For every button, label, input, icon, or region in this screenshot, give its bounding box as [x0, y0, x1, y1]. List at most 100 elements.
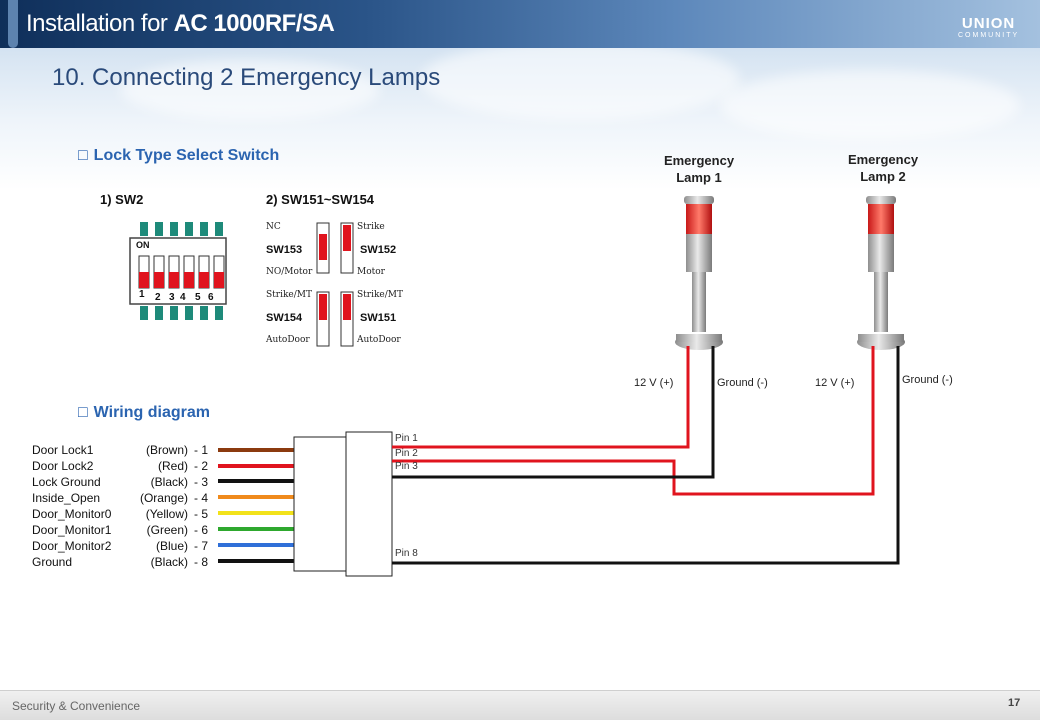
dip-pins-bottom: [140, 306, 223, 320]
signal-color: (Red): [157, 459, 188, 473]
dip-levers: [138, 255, 225, 289]
pin2-lamp2-plus-wire: [392, 346, 875, 496]
signal-name: Door_Monitor0: [32, 507, 112, 521]
logo-bottom-text: COMMUNITY: [958, 32, 1020, 39]
signal-color: (Green): [146, 523, 188, 537]
sw2-number-3: 3: [169, 292, 175, 303]
pin8-label: Pin 8: [395, 548, 418, 559]
sw153-top-label: NC: [266, 222, 281, 232]
signal-row: Door Lock1 (Brown) - 1: [32, 442, 222, 458]
sw2-number-1: 1: [139, 289, 145, 300]
logo-top-text: UNION: [961, 15, 1016, 32]
lamp1-title-line2: Lamp 1: [676, 170, 722, 185]
sw152-lever: [343, 225, 351, 251]
signal-pin: - 2: [193, 459, 208, 473]
background-cloud: [720, 70, 1020, 140]
signal-color: (Yellow): [145, 507, 188, 521]
signal-row: Door_Monitor1 (Green) - 6: [32, 522, 222, 538]
lamp1-title-line1: Emergency: [663, 153, 735, 168]
company-logo: UNION COMMUNITY: [958, 16, 1019, 40]
background-cloud: [420, 40, 740, 120]
signal-name: Ground: [32, 555, 73, 569]
signal-pin: - 6: [193, 523, 208, 537]
lamp2-ground-label: Ground (-): [902, 374, 953, 386]
sw153-lever: [319, 234, 327, 260]
sw152-name: SW152: [360, 244, 397, 256]
lamp1-plus-label: 12 V (+): [634, 377, 674, 389]
signal-name: Door Lock1: [32, 443, 94, 457]
pin8-lamp2-ground-wire: [392, 346, 900, 565]
sw152-top-label: Strike: [357, 222, 385, 232]
footer: Security & Convenience 17: [0, 690, 1040, 720]
dip-pins-top: [140, 222, 223, 236]
sw154-name: SW154: [266, 312, 303, 324]
signal-name: Door Lock2: [32, 459, 94, 473]
sw154-top-label: Strike/MT: [266, 290, 312, 300]
connector-plug: [345, 431, 393, 577]
lamp1-title: Emergency Lamp 1: [644, 152, 754, 186]
header-title: Installation for AC 1000RF/SA: [26, 10, 335, 38]
signal-row: Inside_Open(Orange)- 4: [32, 490, 222, 506]
footer-text: Security & Convenience: [12, 699, 141, 713]
sw2-on-label: ON: [136, 240, 150, 250]
sw151-lever: [343, 294, 351, 320]
lamp1-icon: [675, 196, 723, 350]
signal-pin: - 3: [193, 475, 208, 489]
sw151-bottom-label: AutoDoor: [357, 335, 401, 345]
section-lock-title: Lock Type Select Switch: [93, 147, 280, 164]
signal-pin: - 5: [193, 507, 208, 521]
sw2-number-4: 4: [180, 292, 186, 303]
section-lock-heading: □ Lock Type Select Switch: [78, 147, 279, 165]
signal-pin: - 1: [193, 443, 208, 457]
sw152-sw151-switches: [340, 222, 354, 347]
signal-name: Door_Monitor2: [32, 539, 112, 553]
lamp2-title-line1: Emergency: [847, 152, 919, 167]
sw151-sw154-label: 2) SW151~SW154: [266, 192, 375, 207]
signal-name: Door_Monitor1: [32, 523, 112, 537]
lamp2-title-line2: Lamp 2: [860, 169, 906, 184]
signal-color: (Brown): [145, 443, 188, 457]
signal-color: (Black): [150, 555, 188, 569]
signal-row: Ground (Black) - 8: [32, 554, 222, 570]
section-marker-icon: □: [78, 147, 88, 164]
pin3-lamp1-ground-wire: [392, 346, 715, 479]
lamp2-title: Emergency Lamp 2: [828, 151, 938, 185]
header-model: AC 1000RF/SA: [173, 10, 335, 37]
sw153-sw154-switches: [316, 222, 330, 347]
sw2-dip-switch: [129, 222, 227, 320]
sw151-name: SW151: [360, 312, 397, 324]
signal-color: (Black): [150, 475, 188, 489]
connector-housing: [293, 436, 347, 572]
signal-pin: - 4: [193, 491, 208, 505]
signal-row: Door_Monitor0 (Yellow) - 5: [32, 506, 222, 522]
signal-pin: - 7: [193, 539, 208, 553]
section-marker-icon: □: [78, 404, 88, 421]
sw153-bottom-label: NO/Motor: [266, 267, 313, 277]
sw2-label: 1) SW2: [100, 192, 144, 207]
lamp2-plus-label: 12 V (+): [815, 377, 855, 389]
header-bar: Installation for AC 1000RF/SA UNION COMM…: [0, 0, 1040, 48]
pin1-label: Pin 1: [395, 433, 418, 444]
signal-color: (Blue): [155, 539, 188, 553]
page-number: 17: [1008, 697, 1021, 709]
page-title: 10. Connecting 2 Emergency Lamps: [52, 64, 441, 91]
signal-color: (Orange): [139, 491, 188, 505]
sw153-name: SW153: [266, 244, 303, 256]
lamp2-icon: [857, 196, 905, 350]
sw2-number-6: 6: [208, 292, 214, 303]
section-wiring-title: Wiring diagram: [93, 404, 210, 421]
signal-row: Door_Monitor2 (Blue) - 7: [32, 538, 222, 554]
signal-pin: - 8: [193, 555, 208, 569]
pin3-label: Pin 3: [395, 461, 418, 472]
sw151-top-label: Strike/MT: [357, 290, 403, 300]
signal-row: Door Lock2 (Red) - 2: [32, 458, 222, 474]
sw2-number-5: 5: [195, 292, 201, 303]
pin1-lamp1-plus-wire: [392, 346, 690, 449]
lamp1-ground-label: Ground (-): [717, 377, 768, 389]
sw152-bottom-label: Motor: [357, 267, 385, 277]
pin2-label: Pin 2: [395, 448, 418, 459]
sw154-lever: [319, 294, 327, 320]
signal-name: Lock Ground: [32, 475, 101, 489]
